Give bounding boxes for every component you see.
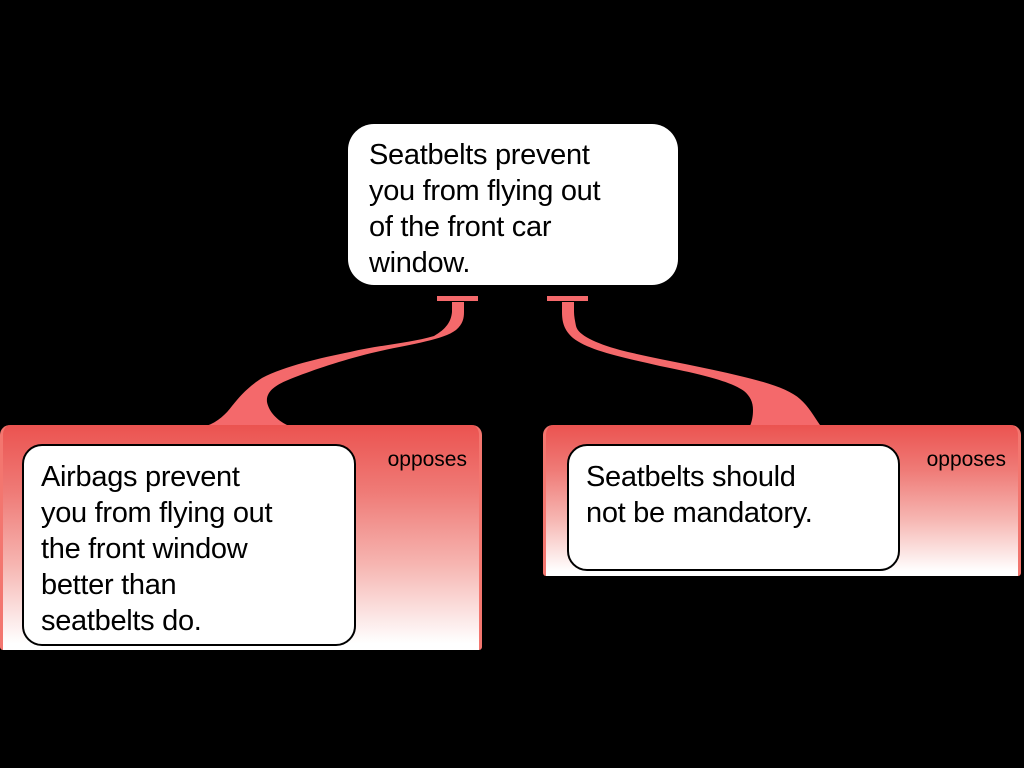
objection-text-left: Airbags prevent you from flying out the … <box>41 461 273 637</box>
opposes-label-left: opposes <box>387 448 467 471</box>
main-claim-node[interactable]: Seatbelts prevent you from flying out of… <box>348 124 678 285</box>
opposes-label-right: opposes <box>926 448 1006 471</box>
objection-node-right[interactable]: Seatbelts should not be mandatory. <box>567 444 900 571</box>
left-connector-anchor-tick <box>437 296 478 301</box>
objection-text-right: Seatbelts should not be mandatory. <box>586 461 813 529</box>
objection-panel-right[interactable]: opposes Seatbelts should not be mandator… <box>543 425 1021 576</box>
objection-panel-left[interactable]: opposes Airbags prevent you from flying … <box>0 425 482 650</box>
main-claim-text: Seatbelts prevent you from flying out of… <box>369 139 601 279</box>
objection-node-left[interactable]: Airbags prevent you from flying out the … <box>22 444 356 646</box>
right-opposes-connector <box>562 302 820 431</box>
left-opposes-connector <box>206 302 464 431</box>
right-connector-anchor-tick <box>547 296 588 301</box>
